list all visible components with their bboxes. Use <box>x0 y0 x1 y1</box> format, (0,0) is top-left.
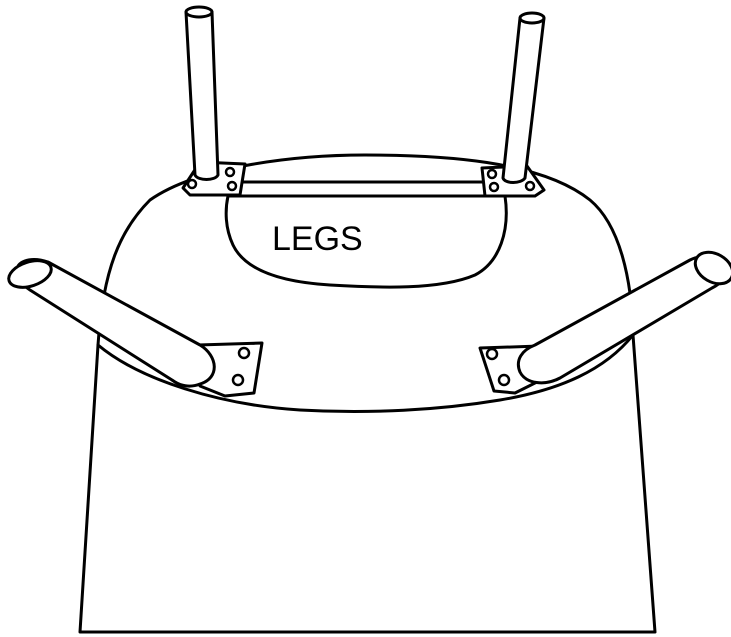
rear-left-screw-hole-3 <box>226 180 238 192</box>
seat-underside-rim <box>96 333 635 414</box>
rear-left-leg-tip <box>184 5 214 19</box>
rear-left-leg-assembly <box>181 5 247 197</box>
rear-right-leg <box>501 16 546 184</box>
legs-pocket: LEGS <box>224 194 508 289</box>
rear-right-screw-hole-3 <box>524 180 536 192</box>
rear-right-screw-hole-1 <box>486 168 498 180</box>
pocket-label: LEGS <box>272 220 363 258</box>
rear-left-screw-hole-1 <box>186 178 198 190</box>
front-right-screw-hole-2 <box>497 373 511 387</box>
front-right-leg-assembly <box>478 250 731 395</box>
rear-right-leg-tip <box>518 11 546 25</box>
seat-body <box>78 153 657 634</box>
rear-right-screw-hole-2 <box>488 181 500 193</box>
rear-left-leg <box>184 10 220 181</box>
front-left-screw-hole-1 <box>237 346 251 360</box>
front-left-leg-tip <box>7 259 53 289</box>
front-left-leg-assembly <box>7 258 264 398</box>
seat-shell-outline <box>78 153 657 634</box>
pocket-outline <box>224 194 508 289</box>
rear-rail <box>230 180 486 198</box>
front-left-screw-hole-2 <box>231 373 245 387</box>
rear-left-screw-hole-2 <box>224 166 236 178</box>
rear-right-leg-assembly <box>480 11 546 198</box>
front-right-leg-tip <box>693 250 731 286</box>
front-right-screw-hole-1 <box>485 347 499 361</box>
